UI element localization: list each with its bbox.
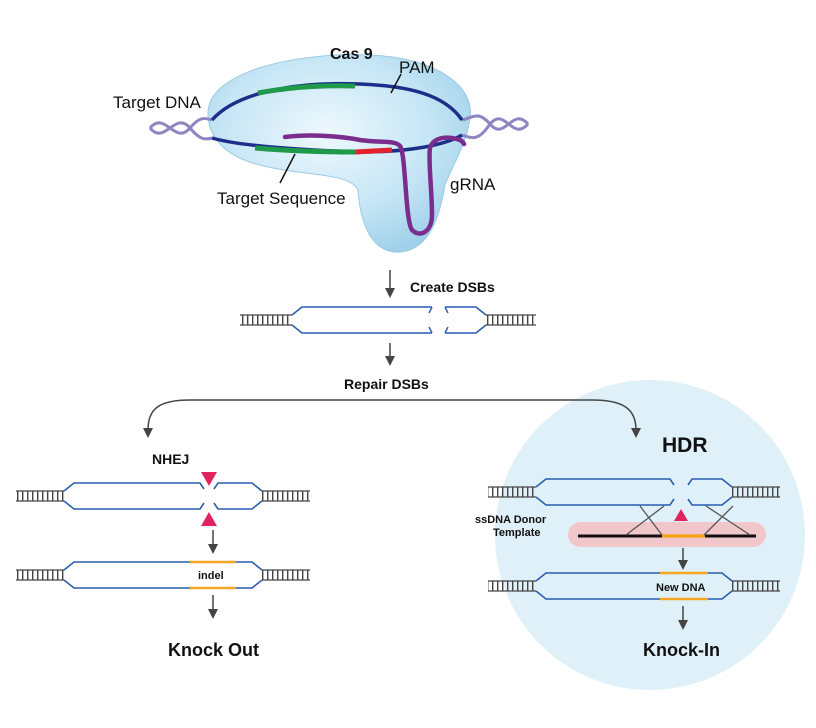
repair-dsbs-label: Repair DSBs bbox=[344, 376, 429, 392]
knock-out-label: Knock Out bbox=[168, 640, 259, 660]
dna-helix-right bbox=[461, 114, 530, 140]
create-dsbs-label: Create DSBs bbox=[410, 279, 495, 295]
arrow-hdr-2 bbox=[678, 606, 688, 630]
pam-leader-line bbox=[390, 73, 402, 94]
arrow-hdr-1 bbox=[678, 548, 688, 570]
donor-label-line2: Template bbox=[493, 527, 540, 539]
target-sequence-bottom bbox=[254, 145, 357, 155]
arrow-to-repair bbox=[385, 343, 395, 366]
arrow-nhej-2 bbox=[208, 595, 218, 619]
arrow-nhej-1 bbox=[208, 530, 218, 554]
dna-helix-left bbox=[148, 116, 213, 141]
hdr-broken-dna bbox=[488, 478, 780, 506]
cas9-label: Cas 9 bbox=[330, 46, 373, 63]
grna-strand bbox=[282, 133, 467, 236]
arrow-to-dsb bbox=[385, 270, 395, 298]
dna-top-strand bbox=[210, 81, 464, 122]
donor-label-line1: ssDNA Donor bbox=[475, 514, 547, 526]
nhej-label: NHEJ bbox=[152, 451, 189, 467]
indel-label: indel bbox=[198, 570, 224, 582]
hdr-repaired-dna bbox=[488, 571, 780, 601]
target-dna-label: Target DNA bbox=[113, 93, 202, 112]
donor-template bbox=[568, 505, 766, 547]
grna-label: gRNA bbox=[450, 175, 496, 194]
hdr-cut-marker bbox=[674, 509, 688, 521]
nhej-cut-marker-bottom bbox=[201, 512, 217, 526]
cas9-complex: Cas 9 PAM Target DNA Target Sequence gRN… bbox=[113, 46, 530, 253]
dsb-dna bbox=[240, 306, 536, 334]
hdr-label: HDR bbox=[662, 434, 708, 457]
nhej-repaired-dna bbox=[16, 560, 310, 590]
nhej-broken-dna bbox=[16, 482, 310, 510]
target-sequence-top bbox=[257, 83, 356, 96]
nhej-cut-marker-top bbox=[201, 472, 217, 486]
branch-arrows bbox=[143, 399, 641, 438]
new-dna-label: New DNA bbox=[656, 582, 706, 594]
pam-site bbox=[355, 147, 393, 155]
target-sequence-leader-line bbox=[279, 153, 296, 184]
target-sequence-label: Target Sequence bbox=[217, 189, 346, 208]
knock-in-label: Knock-In bbox=[643, 640, 720, 660]
pam-label: PAM bbox=[399, 58, 435, 77]
